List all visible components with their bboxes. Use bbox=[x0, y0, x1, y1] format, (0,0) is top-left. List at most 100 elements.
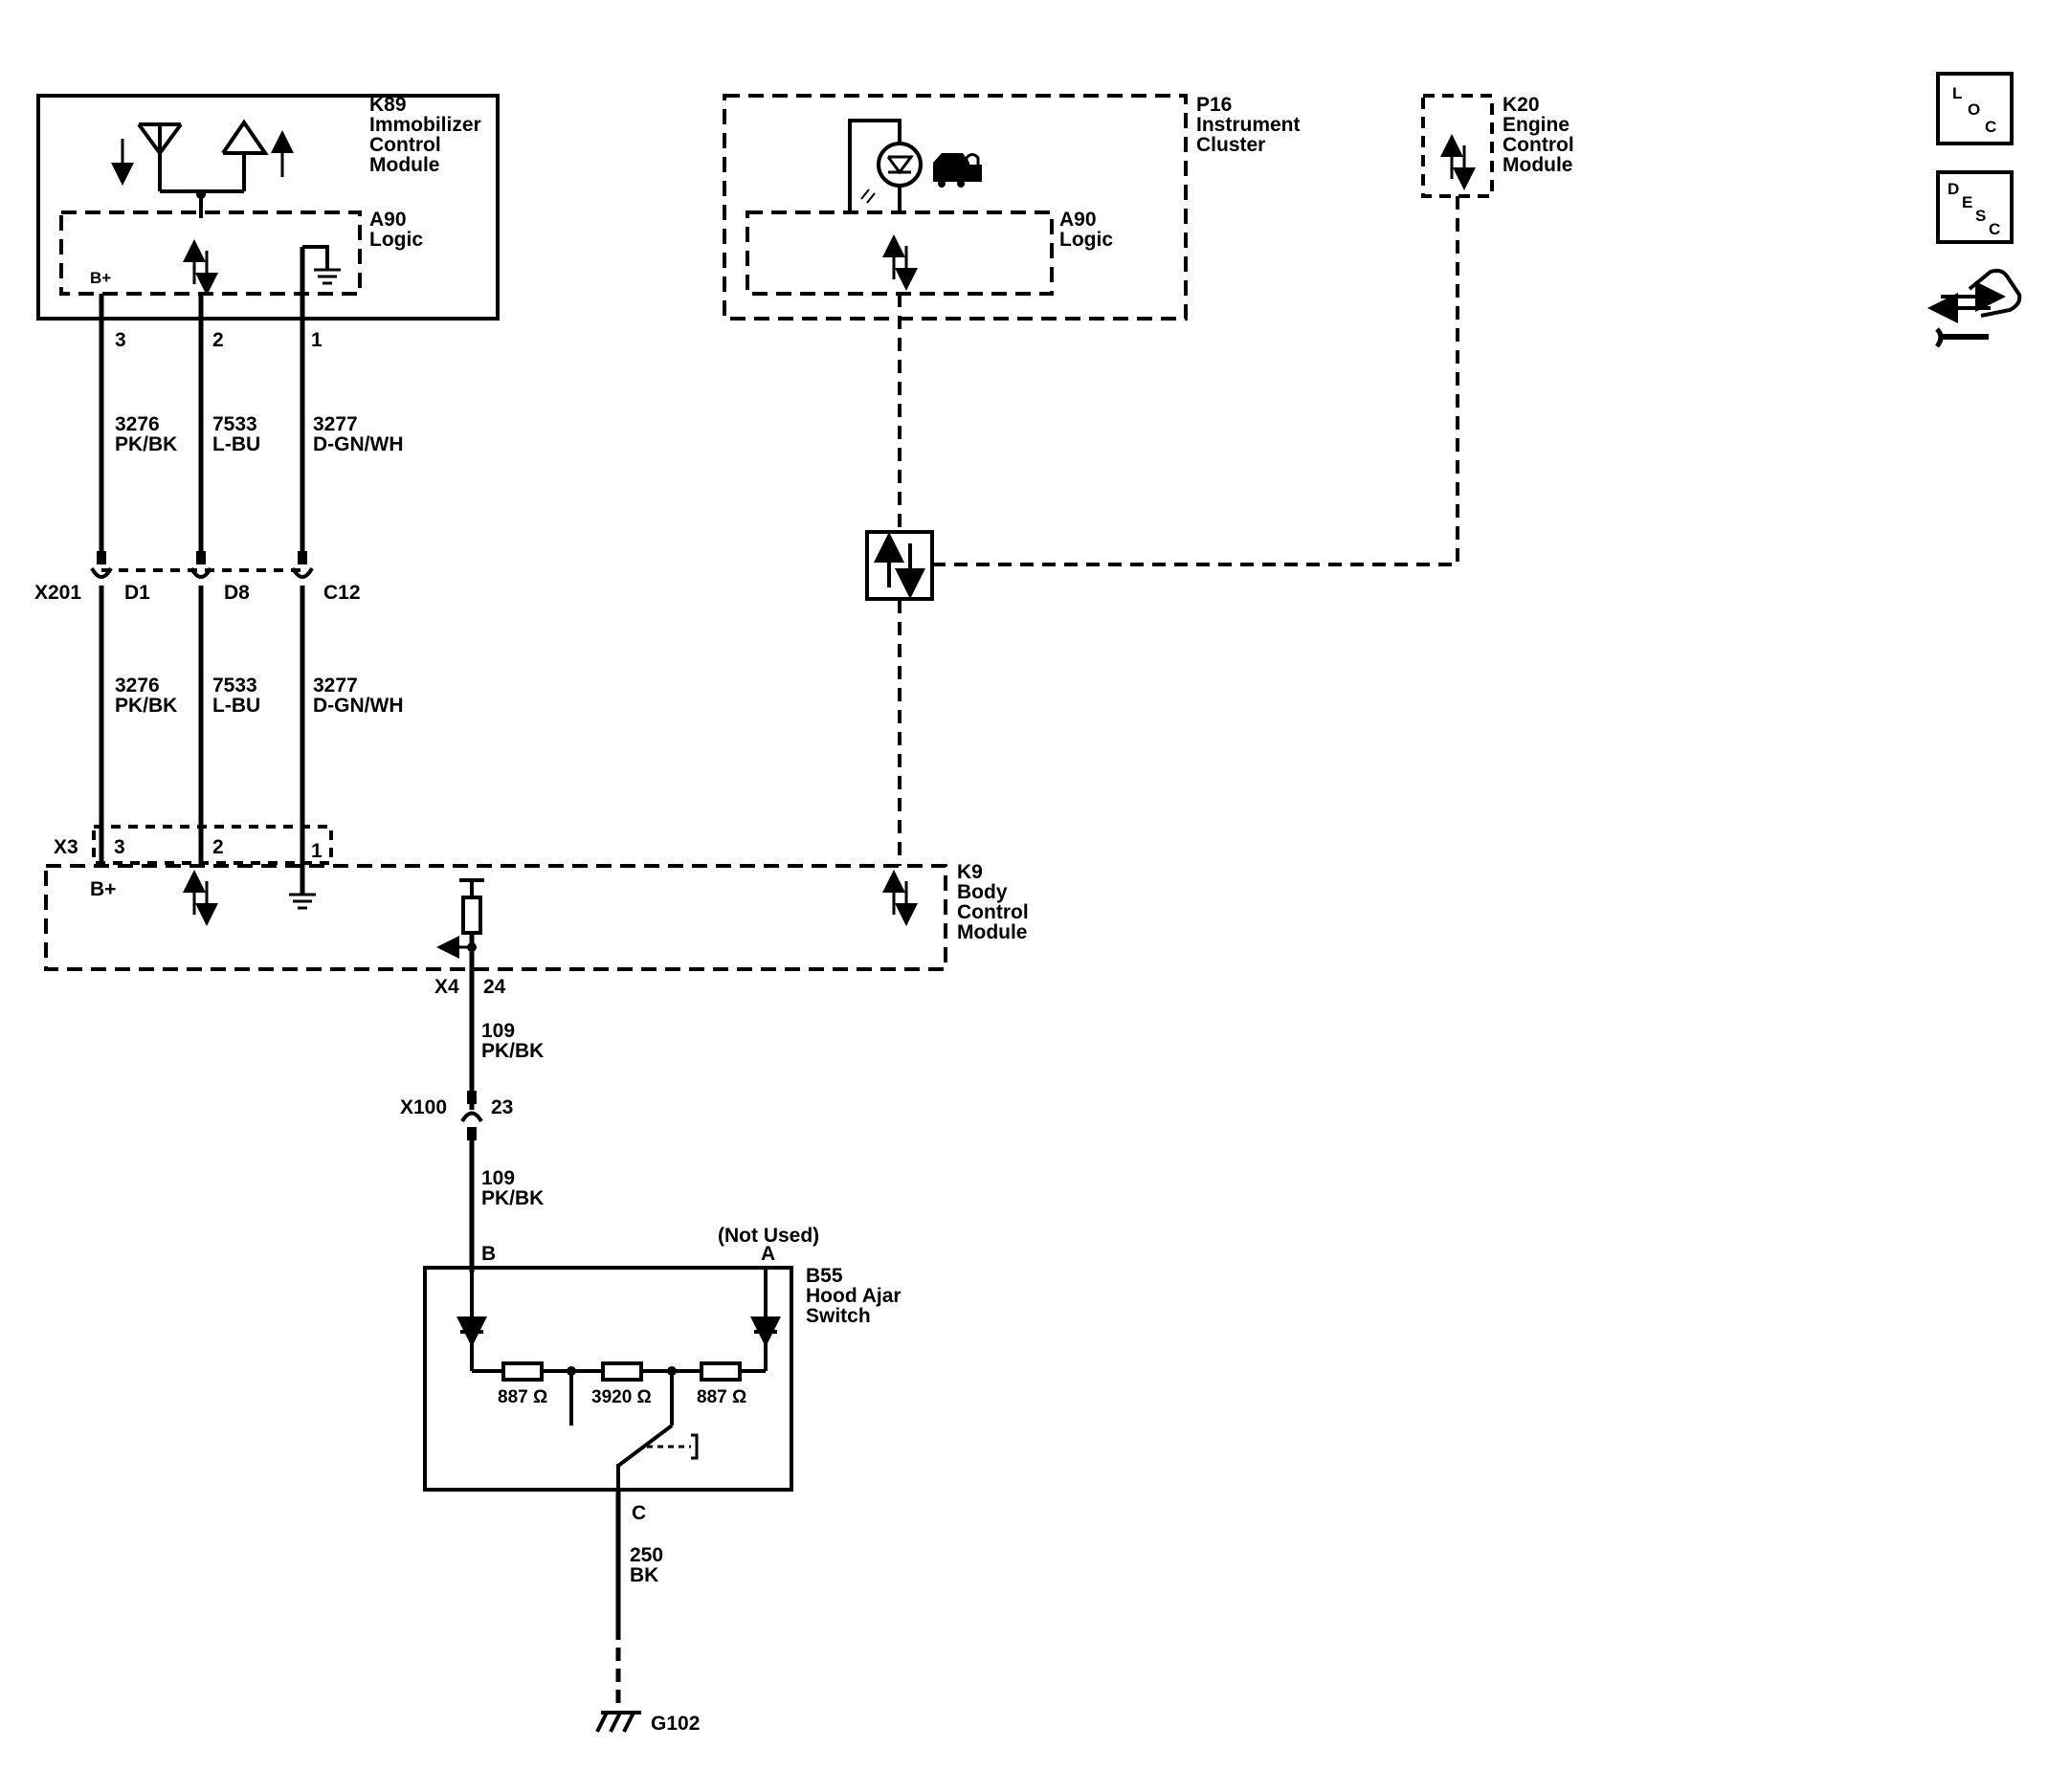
svg-text:S: S bbox=[1975, 207, 1986, 225]
pin-label: 2 bbox=[212, 329, 224, 351]
connector-pin-label: 3 bbox=[114, 836, 125, 858]
resistor-icon bbox=[601, 1361, 643, 1382]
pin-label: 23 bbox=[491, 1096, 513, 1118]
svg-text:E: E bbox=[1962, 193, 1972, 211]
connector-pin-label: C12 bbox=[323, 582, 361, 604]
chassis-ground-icon bbox=[595, 1711, 641, 1733]
k9-module-id: K9 bbox=[957, 861, 983, 883]
location-view-button[interactable]: L O C bbox=[1936, 72, 2014, 145]
bidirectional-data-icon bbox=[882, 234, 918, 291]
wire-color-label: PK/BK bbox=[481, 1040, 544, 1062]
svg-text:C: C bbox=[1985, 118, 1996, 136]
wire-circuit-label: 3277 bbox=[313, 675, 358, 697]
k89-module-name-3: Module bbox=[369, 154, 440, 176]
pin-label: 1 bbox=[311, 329, 323, 351]
ground-label: G102 bbox=[651, 1713, 700, 1735]
k9-module-name-1: Body bbox=[957, 881, 1008, 903]
wire-color-label: PK/BK bbox=[115, 433, 177, 455]
p16-module-id: P16 bbox=[1196, 94, 1232, 116]
connector-pin-label: D1 bbox=[124, 582, 150, 604]
pin-label: A bbox=[761, 1243, 775, 1265]
p16-logic-name: Logic bbox=[1059, 229, 1113, 251]
x201-connector bbox=[90, 551, 314, 579]
svg-text:D: D bbox=[1948, 180, 1959, 198]
indicator-lamp-icon bbox=[860, 142, 923, 204]
pin-label: C bbox=[632, 1502, 646, 1524]
resistor-value-label: 887 Ω bbox=[498, 1387, 547, 1407]
connector-pin-label: 2 bbox=[212, 836, 224, 858]
x201-connector-label: X201 bbox=[34, 582, 81, 604]
k20-module-name-3: Module bbox=[1503, 154, 1573, 176]
pin-label: 24 bbox=[483, 976, 506, 998]
wire-circuit-label: 109 bbox=[481, 1020, 515, 1042]
antenna-receive-icon bbox=[111, 122, 183, 191]
k20-module-id: K20 bbox=[1503, 94, 1540, 116]
k9-module: B+ K9 Body Control Module bbox=[44, 861, 1029, 989]
pin-label: B bbox=[481, 1243, 496, 1265]
wire-color-label: L-BU bbox=[212, 433, 260, 455]
k89-module-name-1: Immobilizer bbox=[369, 114, 481, 136]
wire-color-label: D-GN/WH bbox=[313, 695, 403, 717]
serial-data-line bbox=[932, 196, 1459, 566]
wire-color-label: PK/BK bbox=[481, 1187, 544, 1209]
pin-label: 3 bbox=[115, 329, 126, 351]
resistor-icon bbox=[501, 1361, 544, 1382]
svg-text:O: O bbox=[1968, 100, 1980, 119]
bidirectional-data-icon bbox=[183, 239, 218, 296]
bidirectional-data-icon bbox=[183, 870, 218, 926]
wire-circuit-label: 7533 bbox=[212, 413, 257, 435]
k9-module-name-3: Module bbox=[957, 921, 1028, 943]
b55-switch-id: B55 bbox=[806, 1265, 843, 1287]
k89-module-id: K89 bbox=[369, 94, 407, 116]
wire-color-label: BK bbox=[630, 1564, 658, 1586]
k20-module-name-2: Control bbox=[1503, 134, 1574, 156]
connector-pin-label: D8 bbox=[224, 582, 250, 604]
wire-circuit-label: 3277 bbox=[313, 413, 358, 435]
b55-switch-name-2: Switch bbox=[806, 1305, 871, 1327]
k89-bplus-label: B+ bbox=[90, 269, 111, 287]
car-lock-icon bbox=[933, 153, 982, 188]
antenna-transmit-icon bbox=[221, 119, 294, 191]
bidirectional-data-icon bbox=[882, 870, 918, 926]
k89-module-name-2: Control bbox=[369, 134, 441, 156]
wire-color-label: PK/BK bbox=[115, 695, 177, 717]
diagnostic-procedure-icon[interactable] bbox=[1927, 268, 2022, 348]
wire-circuit-label: 7533 bbox=[212, 675, 257, 697]
resistor-value-label: 3920 Ω bbox=[591, 1387, 652, 1407]
x4-connector-label: X4 bbox=[434, 976, 459, 998]
serial-data-splice-icon bbox=[865, 530, 934, 601]
k89-logic-id: A90 bbox=[369, 209, 407, 231]
pull-up-resistor-icon bbox=[436, 878, 484, 989]
not-used-label: (Not Used) bbox=[718, 1225, 819, 1247]
k89-module: B+ K89 Immobilizer Control Module A90 Lo… bbox=[36, 94, 500, 321]
wire-circuit-label: 250 bbox=[630, 1544, 663, 1566]
p16-logic-id: A90 bbox=[1059, 209, 1097, 231]
wire-circuit-label: 109 bbox=[481, 1167, 515, 1189]
b55-switch: B (Not Used) A 887 Ω 3920 Ω 887 Ω B55 Ho… bbox=[423, 1225, 902, 1492]
resistor-icon bbox=[700, 1361, 742, 1382]
description-view-button[interactable]: D E S C bbox=[1936, 170, 2014, 244]
connector-pin-label: 1 bbox=[311, 840, 323, 862]
k20-module-name-1: Engine bbox=[1503, 114, 1569, 136]
wire-circuit-label: 3276 bbox=[115, 413, 160, 435]
svg-text:L: L bbox=[1952, 84, 1962, 102]
p16-module-name-1: Instrument bbox=[1196, 114, 1301, 136]
ground-icon bbox=[289, 893, 316, 910]
p16-module-name-2: Cluster bbox=[1196, 134, 1265, 156]
x100-connector-label: X100 bbox=[400, 1096, 447, 1118]
ground-icon bbox=[302, 245, 341, 285]
k9-bplus-label: B+ bbox=[90, 878, 116, 900]
resistor-value-label: 887 Ω bbox=[697, 1387, 746, 1407]
k89-logic-name: Logic bbox=[369, 229, 423, 251]
x3-connector-label: X3 bbox=[54, 836, 78, 858]
wire-circuit-label: 3276 bbox=[115, 675, 160, 697]
k20-module: K20 Engine Control Module bbox=[1421, 94, 1574, 198]
wire-color-label: L-BU bbox=[212, 695, 260, 717]
b55-switch-name-1: Hood Ajar bbox=[806, 1285, 902, 1307]
bidirectional-data-icon bbox=[1440, 134, 1476, 190]
k9-module-name-2: Control bbox=[957, 901, 1029, 923]
wire-color-label: D-GN/WH bbox=[313, 433, 403, 455]
svg-text:C: C bbox=[1989, 220, 2000, 238]
p16-module: P16 Instrument Cluster A90 Logic bbox=[723, 94, 1301, 321]
